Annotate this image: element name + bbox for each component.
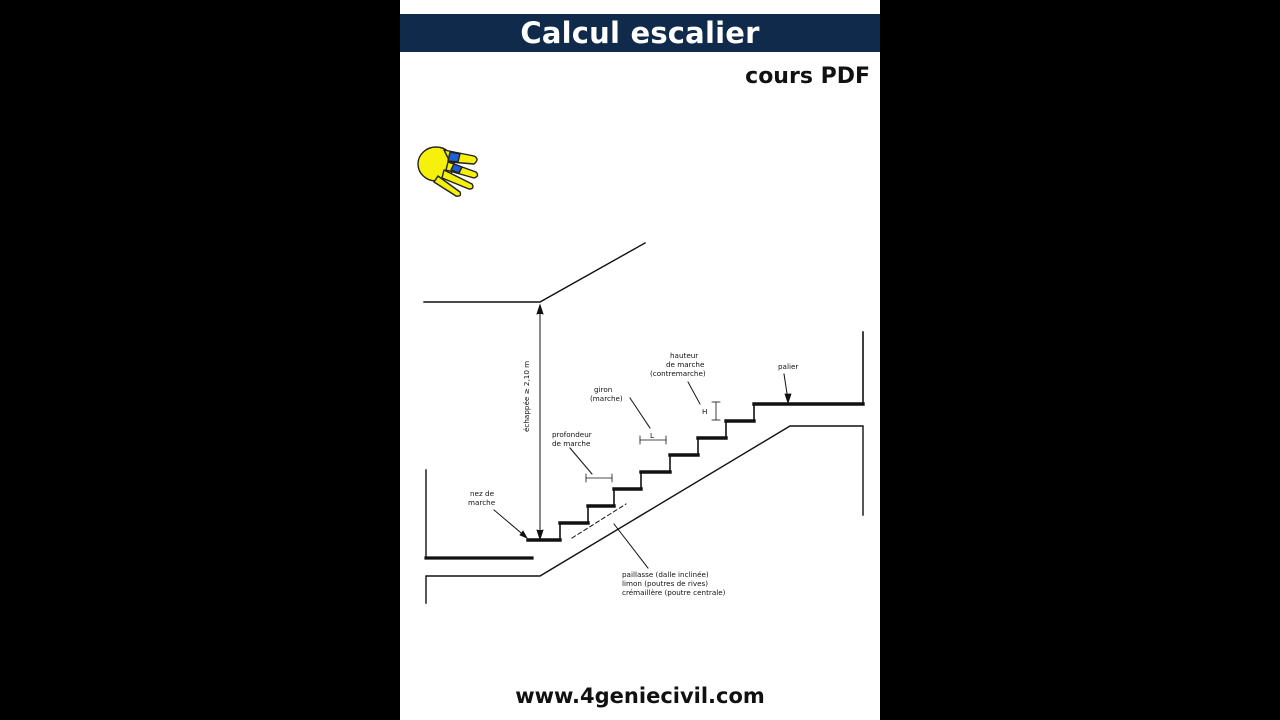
page-title: Calcul escalier (520, 16, 760, 50)
giron-label-1: giron (594, 385, 612, 394)
hauteur-label-3: (contremarche) (650, 369, 706, 378)
video-panel: Calcul escalier cours PDF (400, 0, 880, 720)
nez-label-2: marche (468, 498, 496, 507)
stair-treads (526, 402, 865, 542)
ceiling-line (423, 242, 646, 303)
hauteur-label-1: hauteur (670, 351, 698, 360)
title-bar: Calcul escalier (400, 14, 880, 52)
slab-underside (425, 425, 864, 604)
paillasse-label-1: paillasse (dalle inclinée) (622, 570, 709, 579)
paillasse-label-3: crémaillère (poutre centrale) (622, 588, 726, 597)
hauteur-mark: H (702, 407, 707, 416)
pointing-hand-icon (417, 146, 479, 197)
footer-url: www.4geniecivil.com (515, 684, 765, 708)
subtitle: cours PDF (745, 64, 870, 89)
profondeur-label-2: de marche (552, 439, 591, 448)
hauteur-label-2: de marche (666, 360, 705, 369)
giron-mark: L (650, 431, 654, 440)
nez-label-1: nez de (470, 489, 495, 498)
giron-label-2: (marche) (590, 394, 623, 403)
echappee-label: échappée ≥ 2,10 m (522, 361, 531, 432)
paillasse-label-2: limon (poutres de rives) (622, 579, 708, 588)
palier-label: palier (778, 362, 798, 371)
staircase-diagram: échappée ≥ 2,10 m nez de marche profonde… (423, 242, 865, 604)
profondeur-label-1: profondeur (552, 430, 592, 439)
left-floor (425, 469, 533, 559)
